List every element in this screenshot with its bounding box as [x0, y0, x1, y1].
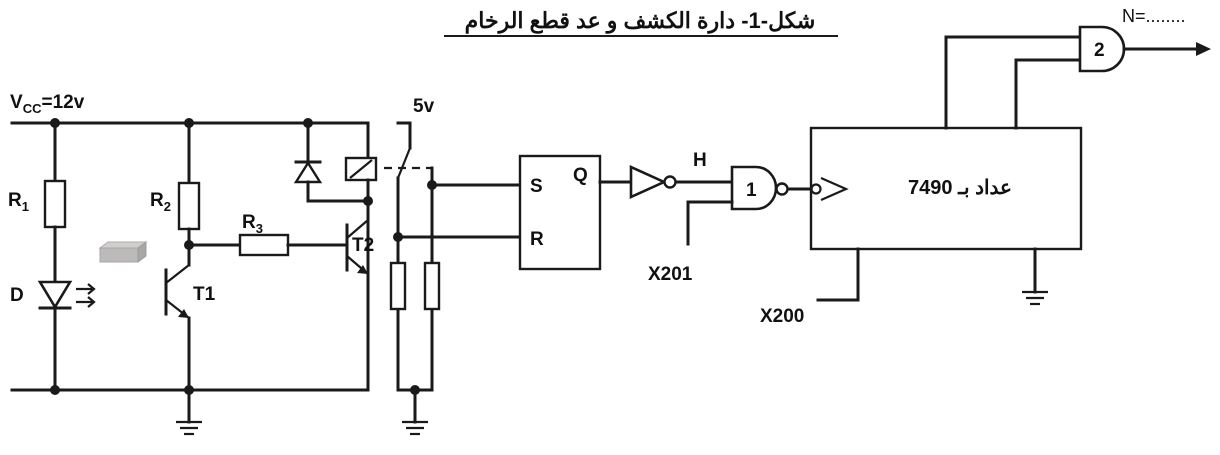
- branch-r2-t1: [164, 121, 201, 392]
- pulldown-resistor-2: [423, 261, 441, 311]
- resistor-r3-path: [187, 233, 349, 257]
- led-d-label: D: [10, 285, 24, 306]
- relay-coil-branch: [344, 121, 378, 222]
- and-gate-2: [944, 25, 1211, 130]
- branch-r1-led: [37, 121, 96, 392]
- freewheel-diode: [293, 121, 370, 203]
- svg-text:R3: R3: [242, 212, 263, 236]
- ground-symbol-2: [402, 388, 428, 436]
- t2-label: T2: [352, 235, 374, 256]
- supply-5v-label: 5v: [413, 96, 435, 117]
- pulldown-resistor-1: [389, 261, 407, 311]
- svg-text:R1: R1: [8, 190, 29, 214]
- r3-label: R3: [242, 212, 263, 236]
- vcc-main-text: V: [10, 92, 23, 113]
- counter-label: عداد بـ 7490: [908, 177, 1012, 199]
- t1-label: T1: [193, 284, 216, 305]
- q-output-label: Q: [573, 165, 588, 186]
- inverter-gate: [598, 164, 734, 200]
- r1-subscript: 1: [22, 199, 29, 214]
- svg-text:R2: R2: [150, 190, 171, 214]
- x200-label: X200: [760, 306, 804, 327]
- relay-contacts: [384, 121, 441, 395]
- transistor-t1: [164, 264, 190, 319]
- gate-1-label: 1: [746, 180, 757, 201]
- counter-box: [809, 126, 1083, 251]
- sr-latch-box: [518, 154, 602, 271]
- r3-subscript: 3: [256, 221, 263, 236]
- gate-2-label: 2: [1094, 40, 1105, 61]
- r3-main-text: R: [242, 212, 256, 233]
- s-input-label: S: [530, 176, 543, 197]
- r1-label: R1: [8, 190, 29, 214]
- transistor-t2: [345, 219, 370, 392]
- resistor-r2: [177, 181, 201, 231]
- sr-latch: [396, 154, 602, 271]
- vcc-label: VCC=12v: [10, 92, 85, 116]
- counter-7490: [809, 126, 1083, 306]
- resistor-r3: [238, 233, 290, 257]
- r1-main-text: R: [8, 190, 22, 211]
- led-d: [37, 280, 96, 310]
- ground-symbol-1: [176, 388, 202, 436]
- x201-label: X201: [648, 264, 693, 285]
- marble-piece-icon: [98, 241, 148, 263]
- r2-subscript: 2: [164, 199, 171, 214]
- vcc-value-text: =12v: [41, 92, 84, 113]
- n-output-label: N=........: [1122, 6, 1186, 26]
- resistor-r1: [43, 179, 67, 229]
- r-input-label: R: [530, 229, 544, 250]
- svg-text:VCC=12v: VCC=12v: [10, 92, 85, 116]
- figure-title: شكل-1- دارة الكشف و عد قطع الرخام: [444, 8, 838, 37]
- r2-main-text: R: [150, 190, 164, 211]
- r2-label: R2: [150, 190, 171, 214]
- figure-title-text: شكل-1- دارة الكشف و عد قطع الرخام: [465, 8, 816, 34]
- h-signal-label: H: [693, 150, 707, 171]
- vcc-subscript: CC: [23, 101, 42, 116]
- nand-gate-1: [686, 165, 813, 246]
